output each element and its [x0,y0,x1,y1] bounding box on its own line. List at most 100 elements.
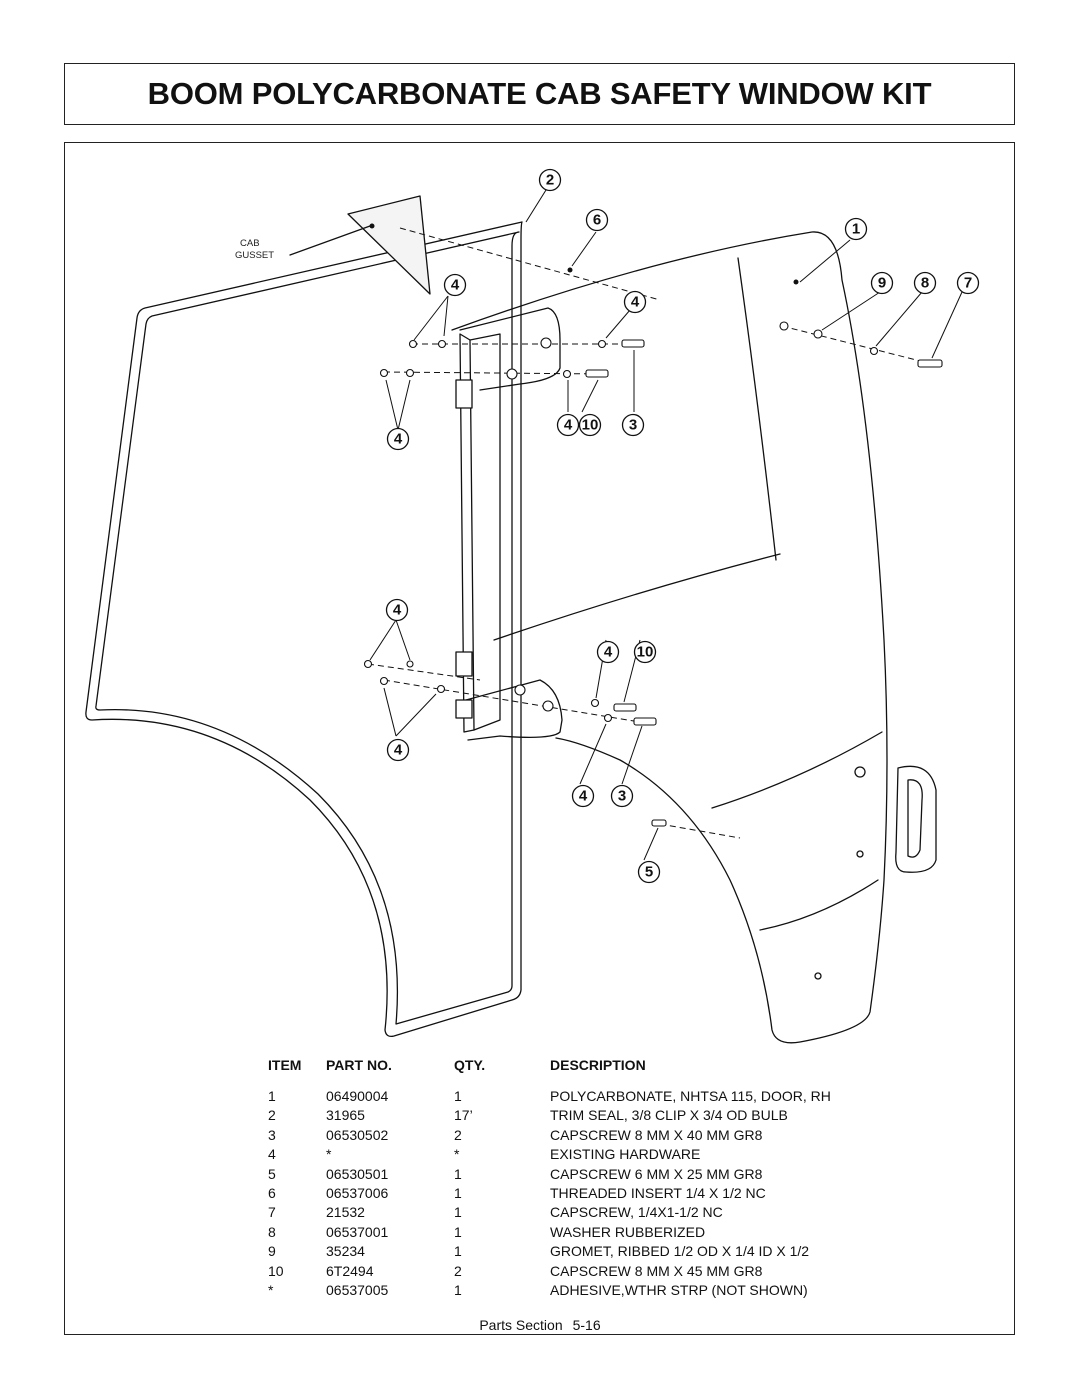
svg-text:10: 10 [637,644,654,661]
cell-qty: 1 [454,1165,462,1182]
callout-item-4: 4 [556,413,580,437]
diagram-frame [64,142,1015,1335]
header-qty: QTY. [454,1057,486,1073]
callout-item-10: 10 [578,413,602,437]
cell-part-no: 35234 [326,1243,365,1260]
svg-text:4: 4 [394,431,403,448]
callout-item-3: 3 [621,413,645,437]
cell-item: 7 [268,1204,276,1221]
cell-item: 4 [268,1146,276,1163]
table-row: 10 6T2494 2 CAPSCREW 8 MM X 45 MM GR8 [268,1262,928,1281]
svg-text:6: 6 [593,212,601,229]
svg-text:3: 3 [618,788,626,805]
trim-seal-outline [85,221,523,1038]
cab-gusset [347,195,431,295]
callout-item-1: 1 [844,217,868,241]
svg-text:3: 3 [629,417,637,434]
cell-description: POLYCARBONATE, NHTSA 115, DOOR, RH [550,1088,831,1104]
cell-item: 1 [268,1088,276,1104]
cell-item: 10 [268,1262,284,1279]
trim-seal-inner [95,231,520,1025]
cell-part-no: 6T2494 [326,1262,374,1279]
svg-text:4: 4 [579,788,588,805]
callout-item-2: 2 [538,168,562,192]
callout-item-4: 4 [443,273,467,297]
cell-item: 3 [268,1126,276,1143]
cell-qty: 2 [454,1262,462,1279]
svg-text:5: 5 [645,864,653,881]
table-row: 7 21532 1 CAPSCREW, 1/4X1-1/2 NC [268,1203,928,1222]
parts-table: ITEM PART NO. QTY. DESCRIPTION 1 06490004… [268,1057,928,1300]
callout-item-4: 4 [596,640,620,664]
callout-item-5: 5 [637,860,661,884]
callout-item-6: 6 [585,208,609,232]
cell-qty: 1 [454,1223,462,1240]
callout-item-4: 4 [623,290,647,314]
upper-hinge-bracket [459,307,561,391]
cell-qty: 1 [454,1282,462,1299]
cell-description: TRIM SEAL, 3/8 CLIP X 3/4 OD BULB [550,1107,788,1124]
table-row: 4 * * EXISTING HARDWARE [268,1145,928,1164]
callout-item-4: 4 [386,427,410,451]
cell-qty: 1 [454,1204,462,1221]
cell-description: GROMET, RIBBED 1/2 OD X 1/4 ID X 1/2 [550,1243,810,1260]
callout-item-8: 8 [913,271,937,295]
cell-part-no: 31965 [326,1107,365,1124]
footer-page-number: 5-16 [572,1317,601,1333]
panel-bottom-edge [759,879,879,931]
gusset-label-gusset: GUSSET [235,250,274,261]
cell-part-no: 06530502 [326,1126,389,1143]
cell-description: CAPSCREW, 1/4X1-1/2 NC [550,1204,723,1221]
gusset-label-cab: CAB [240,238,260,249]
cell-item: 8 [268,1223,276,1240]
cell-description: CAPSCREW 6 MM X 25 MM GR8 [550,1165,763,1182]
parts-table-header: ITEM PART NO. QTY. DESCRIPTION [268,1057,928,1087]
cell-description: CAPSCREW 8 MM X 45 MM GR8 [550,1262,763,1279]
svg-text:9: 9 [878,275,886,292]
panel-seam-2 [493,553,781,641]
header-part-no: PART NO. [326,1057,392,1073]
header-item: ITEM [268,1057,302,1073]
cell-part-no: 06490004 [326,1088,389,1104]
callout-item-7: 7 [956,271,980,295]
page-footer: Parts Section 5-16 [0,1317,1080,1333]
cell-qty: * [454,1146,460,1163]
svg-text:10: 10 [582,417,599,434]
cell-item: 5 [268,1165,276,1182]
cell-description: EXISTING HARDWARE [550,1146,701,1163]
svg-text:7: 7 [964,275,972,292]
panel-seam-3 [711,731,883,809]
cell-item: 9 [268,1243,276,1260]
footer-section: Parts Section [479,1317,563,1333]
lower-hinge-bracket [465,679,563,741]
cell-qty: 17’ [454,1107,473,1124]
panel-seam-1 [737,257,777,561]
cell-part-no: * [326,1146,332,1163]
title-box: BOOM POLYCARBONATE CAB SAFETY WINDOW KIT [64,63,1015,125]
svg-text:1: 1 [852,221,860,238]
cell-description: CAPSCREW 8 MM X 40 MM GR8 [550,1126,763,1143]
callout-item-4: 4 [386,738,410,762]
cell-description: THREADED INSERT 1/4 X 1/2 NC [550,1185,766,1202]
svg-text:4: 4 [394,742,403,759]
callout-item-3: 3 [610,784,634,808]
svg-text:4: 4 [604,644,613,661]
callout-item-4: 4 [571,784,595,808]
cell-part-no: 21532 [326,1204,365,1221]
cell-qty: 1 [454,1185,462,1202]
polycarbonate-panel [451,231,888,1044]
svg-text:8: 8 [921,275,929,292]
door-handle [895,765,937,873]
header-description: DESCRIPTION [550,1057,646,1073]
cell-item: 6 [268,1185,276,1202]
callout-item-10: 10 [633,640,657,664]
cell-item: * [268,1282,274,1299]
svg-text:4: 4 [564,417,573,434]
